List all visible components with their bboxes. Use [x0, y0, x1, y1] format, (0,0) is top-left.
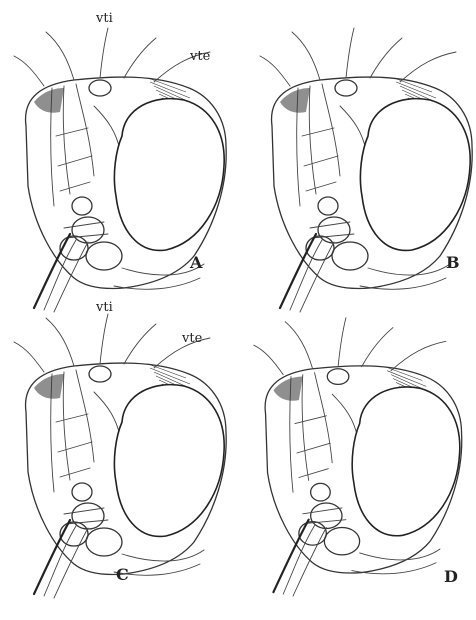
- panel-b: B: [260, 28, 472, 312]
- panel-d-letter: D: [444, 567, 458, 586]
- panel-a: vti vte A: [14, 11, 226, 312]
- panel-b-letter: B: [446, 253, 460, 272]
- panel-c-letter: C: [116, 565, 129, 584]
- panel-a-letter: A: [189, 253, 203, 272]
- panel-c-label-vte: vte: [181, 331, 203, 346]
- panel-a-label-vte: vte: [189, 49, 211, 64]
- panel-c-label-vti: vti: [95, 300, 113, 315]
- panel-c: vti vte C: [14, 300, 226, 598]
- panel-a-label-vti: vti: [95, 11, 113, 26]
- panel-d: D: [254, 318, 462, 596]
